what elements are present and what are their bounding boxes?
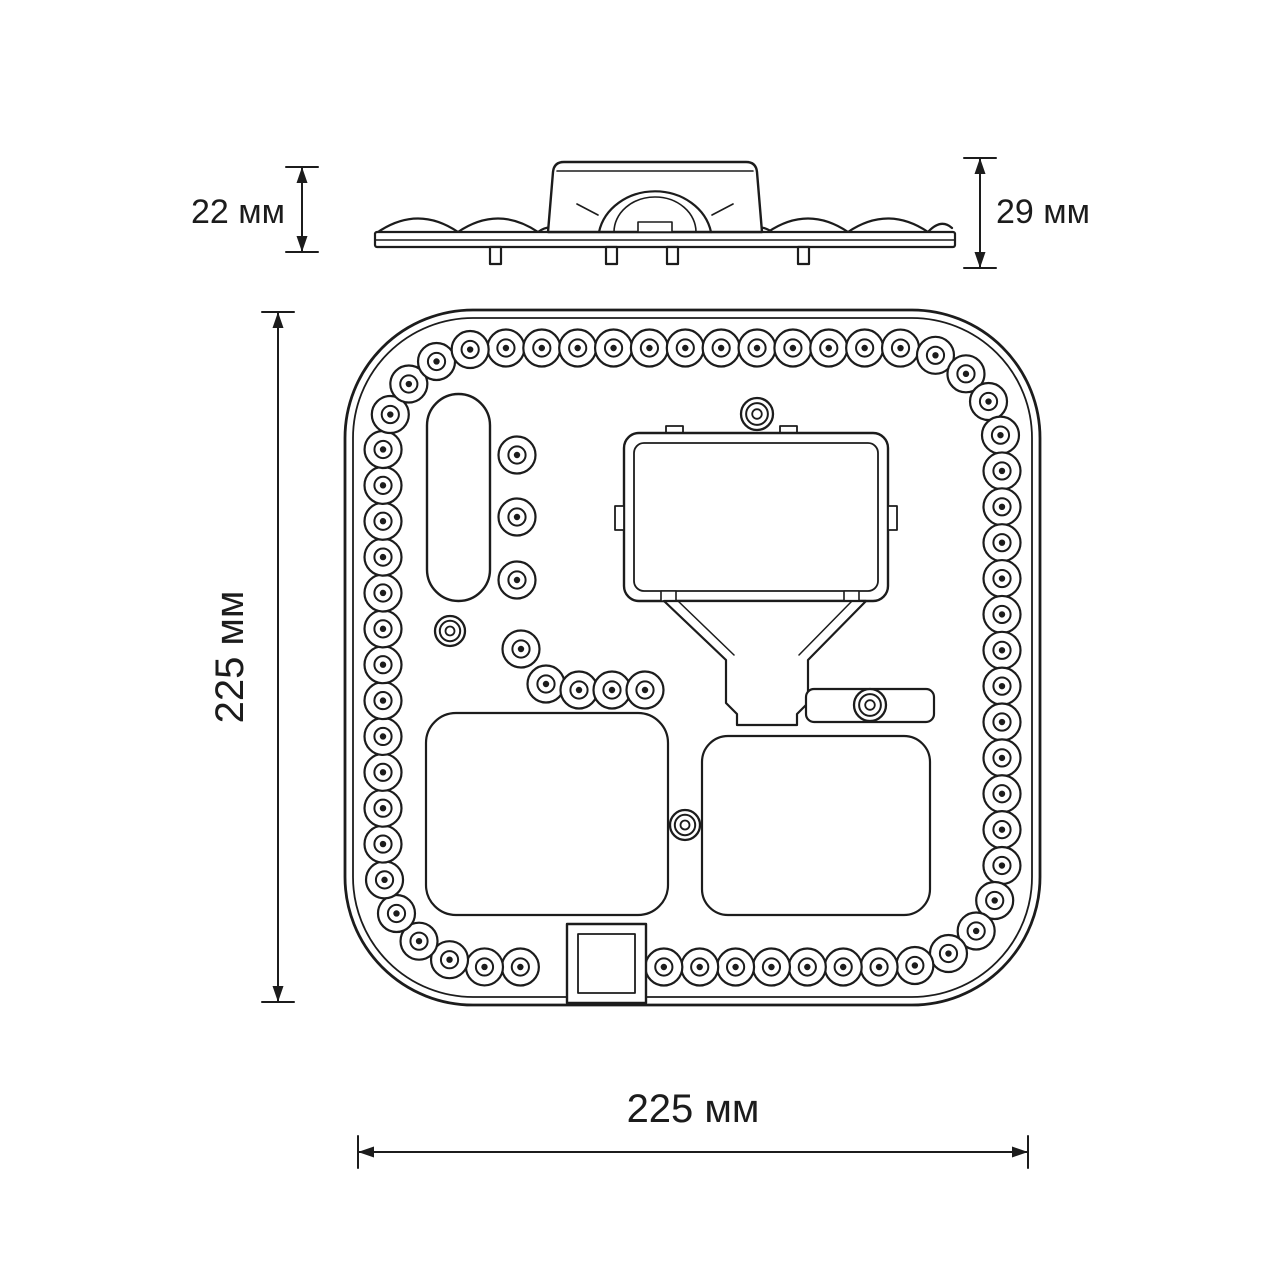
side-pin [665, 245, 680, 266]
top-view [343, 308, 1042, 1007]
plan-view-dimensions [261, 311, 1029, 1169]
mounting-screws [433, 396, 888, 842]
side-housing-base-block [637, 221, 673, 233]
dim-label-plan-height: 225 мм [208, 591, 252, 724]
side-housing-dome [597, 190, 713, 234]
terminal-box-outer [565, 922, 648, 1005]
lower-left-panel [424, 711, 670, 917]
side-pin [488, 245, 503, 266]
side-housing-wings [576, 203, 734, 216]
connector-housing-tab-left [614, 505, 625, 531]
dim-label-plan-width: 225 мм [627, 1087, 760, 1131]
connector-housing-foot [843, 590, 860, 602]
connector-housing-tab-right [887, 505, 898, 531]
connector-housing-foot [660, 590, 677, 602]
oval-cutout [425, 392, 492, 603]
side-pin [604, 245, 619, 266]
plan-outer-outline [343, 308, 1042, 1007]
side-pin [796, 245, 811, 266]
connector-housing-inner [633, 442, 879, 592]
inner-led-lenses [497, 435, 665, 710]
dim-label-side-right: 29 мм [996, 193, 1090, 231]
terminal-box-inner [577, 933, 636, 994]
side-view-dimensions [285, 157, 997, 269]
dim-label-side-left: 22 мм [191, 193, 285, 231]
funnel-bracket-inner-lines [677, 600, 853, 656]
connector-housing-outer [622, 431, 890, 603]
side-housing-dome-inner [613, 196, 697, 233]
plan-inner-outline [352, 317, 1033, 998]
lower-right-panel [700, 734, 932, 917]
side-view [373, 160, 957, 266]
led-lens-ring [363, 328, 1022, 987]
funnel-bracket [662, 599, 868, 727]
